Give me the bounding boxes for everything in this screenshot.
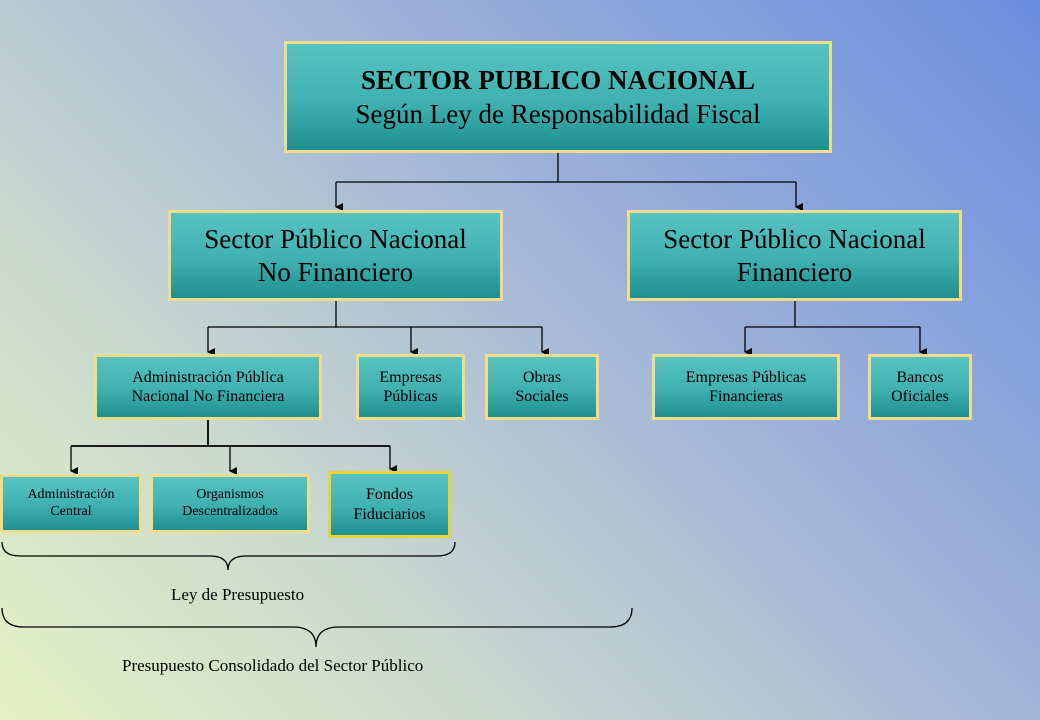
obras-sociales-line1: Obras [522,368,562,386]
non-financial-line1: Sector Público Nacional [204,224,467,255]
box-spn-financiero: Sector Público Nacional Financiero [627,210,962,301]
root-title: SECTOR PUBLICO NACIONAL [360,64,756,95]
box-sector-publico-nacional: SECTOR PUBLICO NACIONAL Según Ley de Res… [284,41,832,153]
financial-line1: Sector Público Nacional [663,224,926,255]
label-presupuesto-consolidado: Presupuesto Consolidado del Sector Públi… [122,656,424,675]
box-organismos-descentralizados: Organismos Descentralizados [150,474,310,533]
connector-non-financial [208,300,542,328]
bancos-line2: Oficiales [891,388,949,405]
box-spn-no-financiero: Sector Público Nacional No Financiero [168,210,503,301]
admin-central-line2: Central [50,503,92,519]
box-empresas-publicas: Empresas Públicas [356,354,465,420]
brace-ley-presupuesto [1,541,456,571]
non-financial-line2: No Financiero [257,256,414,287]
obras-sociales-line2: Sociales [515,388,569,405]
empresas-publicas-line1: Empresas [379,368,442,386]
root-subtitle: Según Ley de Responsabilidad Fiscal [355,99,761,129]
brace-presupuesto-consolidado [1,607,633,648]
organismos-line1: Organismos [196,486,264,502]
box-obras-sociales: Obras Sociales [485,354,599,420]
organismos-line2: Descentralizados [182,503,278,519]
admin-central-line1: Administración [27,486,115,502]
financial-line2: Financiero [736,256,853,287]
box-bancos-oficiales: Bancos Oficiales [868,354,972,420]
box-administracion-publica: Administración Pública Nacional No Finan… [94,354,322,420]
box-administracion-central: Administración Central [0,474,142,533]
connector-financial [745,300,920,328]
empresas-financieras-line2: Financieras [709,388,783,405]
fondos-line2: Fiduciarios [353,505,426,523]
box-empresas-publicas-financieras: Empresas Públicas Financieras [652,354,840,420]
empresas-publicas-line2: Públicas [383,388,438,405]
admin-publica-line2: Nacional No Financiera [131,388,285,405]
admin-publica-line1: Administración Pública [132,368,284,386]
bancos-line1: Bancos [896,368,944,386]
fondos-line1: Fondos [365,486,414,504]
empresas-financieras-line1: Empresas Públicas [685,368,807,386]
box-fondos-fiduciarios: Fondos Fiduciarios [328,471,451,538]
connector-root [336,152,796,183]
connector-admin-publica [71,420,390,447]
label-ley-presupuesto: Ley de Presupuesto [171,585,305,604]
